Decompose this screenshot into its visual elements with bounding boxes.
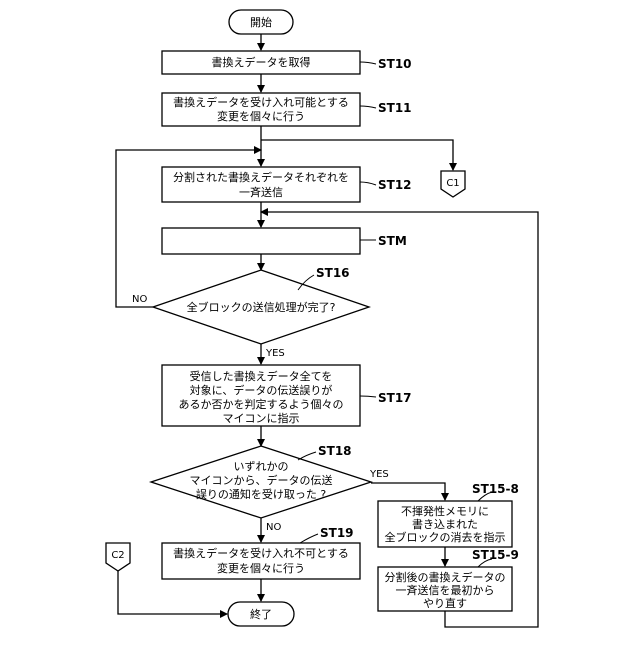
label-st10: ST10 (378, 57, 412, 71)
st17-line4: マイコンに指示 (223, 411, 300, 425)
branch-no-st18: NO (266, 522, 281, 533)
st17-line3: あるか否かを判定するよう個々の (179, 397, 344, 411)
label-stm: STM (378, 234, 407, 248)
process-st10: 書換えデータを取得 (162, 51, 360, 74)
st12-line1: 分割された書換えデータそれぞれを (173, 170, 349, 184)
end-terminal: 終了 (228, 602, 294, 626)
st15-8-line2: 書き込まれた (412, 517, 478, 531)
process-st19: 書換えデータを受け入れ不可とする 変更を個々に行う (162, 543, 360, 579)
st15-9-line1: 分割後の書換えデータの (385, 570, 506, 584)
st11-line1: 書換えデータを受け入れ可能とする (173, 95, 349, 109)
label-st18: ST18 (318, 444, 352, 458)
c2-label: C2 (111, 550, 124, 561)
st18-line3: 誤りの通知を受け取った ? (196, 487, 326, 501)
st12-line2: 一斉送信 (239, 185, 283, 199)
start-label: 開始 (250, 15, 272, 29)
label-st19: ST19 (320, 526, 354, 540)
st17-line2: 対象に、データの伝送誤りが (190, 383, 333, 397)
process-st11: 書換えデータを受け入れ可能とする 変更を個々に行う (162, 93, 360, 126)
process-st17: 受信した書換えデータ全てを 対象に、データの伝送誤りが あるか否かを判定するよう… (162, 365, 360, 426)
st19-line2: 変更を個々に行う (217, 561, 305, 575)
st15-9-line3: やり直す (423, 596, 467, 610)
st10-text: 書換えデータを取得 (212, 55, 311, 69)
process-st15-8: 不揮発性メモリに 書き込まれた 全ブロックの消去を指示 (378, 501, 512, 547)
process-st15-9: 分割後の書換えデータの 一斉送信を最初から やり直す (378, 567, 512, 611)
st15-9-line2: 一斉送信を最初から (396, 583, 495, 597)
label-st16: ST16 (316, 266, 350, 280)
st19-line1: 書換えデータを受け入れ不可とする (173, 546, 349, 560)
branch-yes-st18: YES (369, 469, 389, 480)
st15-8-line1: 不揮発性メモリに (401, 504, 489, 518)
st17-line1: 受信した書換えデータ全てを (190, 369, 333, 383)
label-st15-8: ST15-8 (472, 482, 519, 496)
process-st12: 分割された書換えデータそれぞれを 一斉送信 (162, 167, 360, 202)
branch-yes-st16: YES (265, 348, 285, 359)
branch-no-st16: NO (132, 294, 147, 305)
decision-st16: 全ブロックの送信処理が完了? (153, 270, 369, 344)
st18-line2: マイコンから、データの伝送 (190, 473, 333, 487)
process-stm (162, 228, 360, 254)
label-st12: ST12 (378, 178, 412, 192)
c1-label: C1 (446, 178, 459, 189)
connector-c1: C1 (441, 171, 465, 197)
start-terminal: 開始 (229, 10, 293, 34)
st16-text: 全ブロックの送信処理が完了? (187, 300, 336, 314)
connector-c2: C2 (106, 543, 130, 591)
st15-8-line3: 全ブロックの消去を指示 (385, 530, 506, 544)
label-st11: ST11 (378, 101, 412, 115)
label-st15-9: ST15-9 (472, 548, 519, 562)
end-label: 終了 (250, 607, 272, 621)
label-st17: ST17 (378, 391, 412, 405)
st18-line1: いずれかの (234, 460, 289, 473)
st11-line2: 変更を個々に行う (217, 109, 305, 123)
